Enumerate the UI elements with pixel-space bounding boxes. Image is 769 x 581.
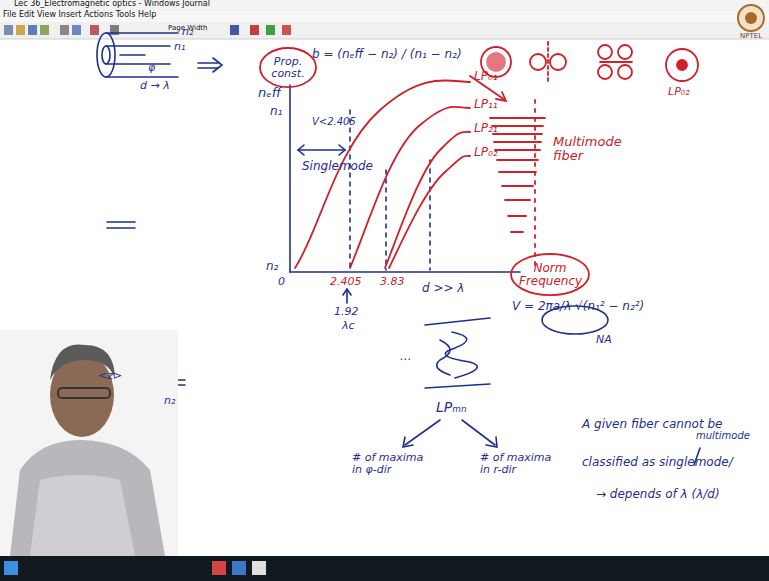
note-text: 3.83 [380,276,405,288]
blue-ink [97,33,700,465]
note-text: n₂ [182,26,193,38]
note-text: LP₀₂ [474,146,498,159]
title-bar [0,0,769,11]
note-text: LP₀₂ [668,86,690,98]
note-text: Multimode fiber [553,135,615,164]
note-text: Singlemode [302,160,373,173]
note-text: n₂ [164,395,175,407]
node-text: Norm Frequency [519,262,581,287]
logo-mark [745,12,757,24]
lecturer-photo [0,330,178,556]
taskbar-icon [252,561,266,575]
note-text: LP₁₁ [474,98,498,111]
taskbar-icon [232,561,246,575]
note-text: → depends of λ (λ/d) [596,488,720,501]
taskbar [0,556,769,581]
note-text: NPTEL [740,33,762,41]
note-text: LPₘₙ [436,400,467,415]
note-text: φ [148,62,155,74]
note-text: V = 2πa/λ √(n₁² − n₂²) [512,300,644,313]
note-text: # of maxima in r-dir [480,452,562,476]
note-text: LP₀₁ [474,70,498,83]
chrome-border [0,39,769,40]
note-text: V<2.405 [312,116,356,127]
tool-bar [0,22,769,39]
logo-mark [738,5,764,31]
node-text: Prop. const. [268,56,308,79]
note-text: 0 [278,276,285,288]
note-text: n₁ [174,41,185,53]
menu-bar [0,11,769,22]
note-text: b = (nₑff − n₂) / (n₁ − n₂) [312,48,462,61]
note-text: n₂ [266,260,278,273]
toolbar-icons [4,25,291,35]
note-text: File Edit View Insert Actions Tools Help [3,11,156,20]
red-ink [295,42,698,270]
circled-note: Norm Frequency [510,253,590,296]
note-text: NA [596,334,612,346]
note-text: A given fiber cannot be [582,418,722,431]
note-text: n₁ [270,105,282,118]
note-text: λc [342,320,355,332]
note-text: d → λ [140,80,170,92]
taskbar-icon [212,561,226,575]
note-text: classified as singlemode/ [582,456,733,469]
note-text: <z> [98,370,122,382]
note-text: ... [400,350,411,363]
note-text: # of maxima in φ-dir [352,452,434,476]
circled-note: Prop. const. [259,47,317,88]
note-text: LP₂₁ [474,122,498,135]
note-text: 1.92 [334,306,359,318]
note-text: d >> λ [422,282,464,295]
note-text: 2.405 [330,276,362,288]
note-text: nₑff [258,86,281,100]
start-button [4,561,18,575]
note-text: multimode [696,430,750,441]
note-text: Lec 36_Electromagnetic optics - Windows … [14,0,210,9]
